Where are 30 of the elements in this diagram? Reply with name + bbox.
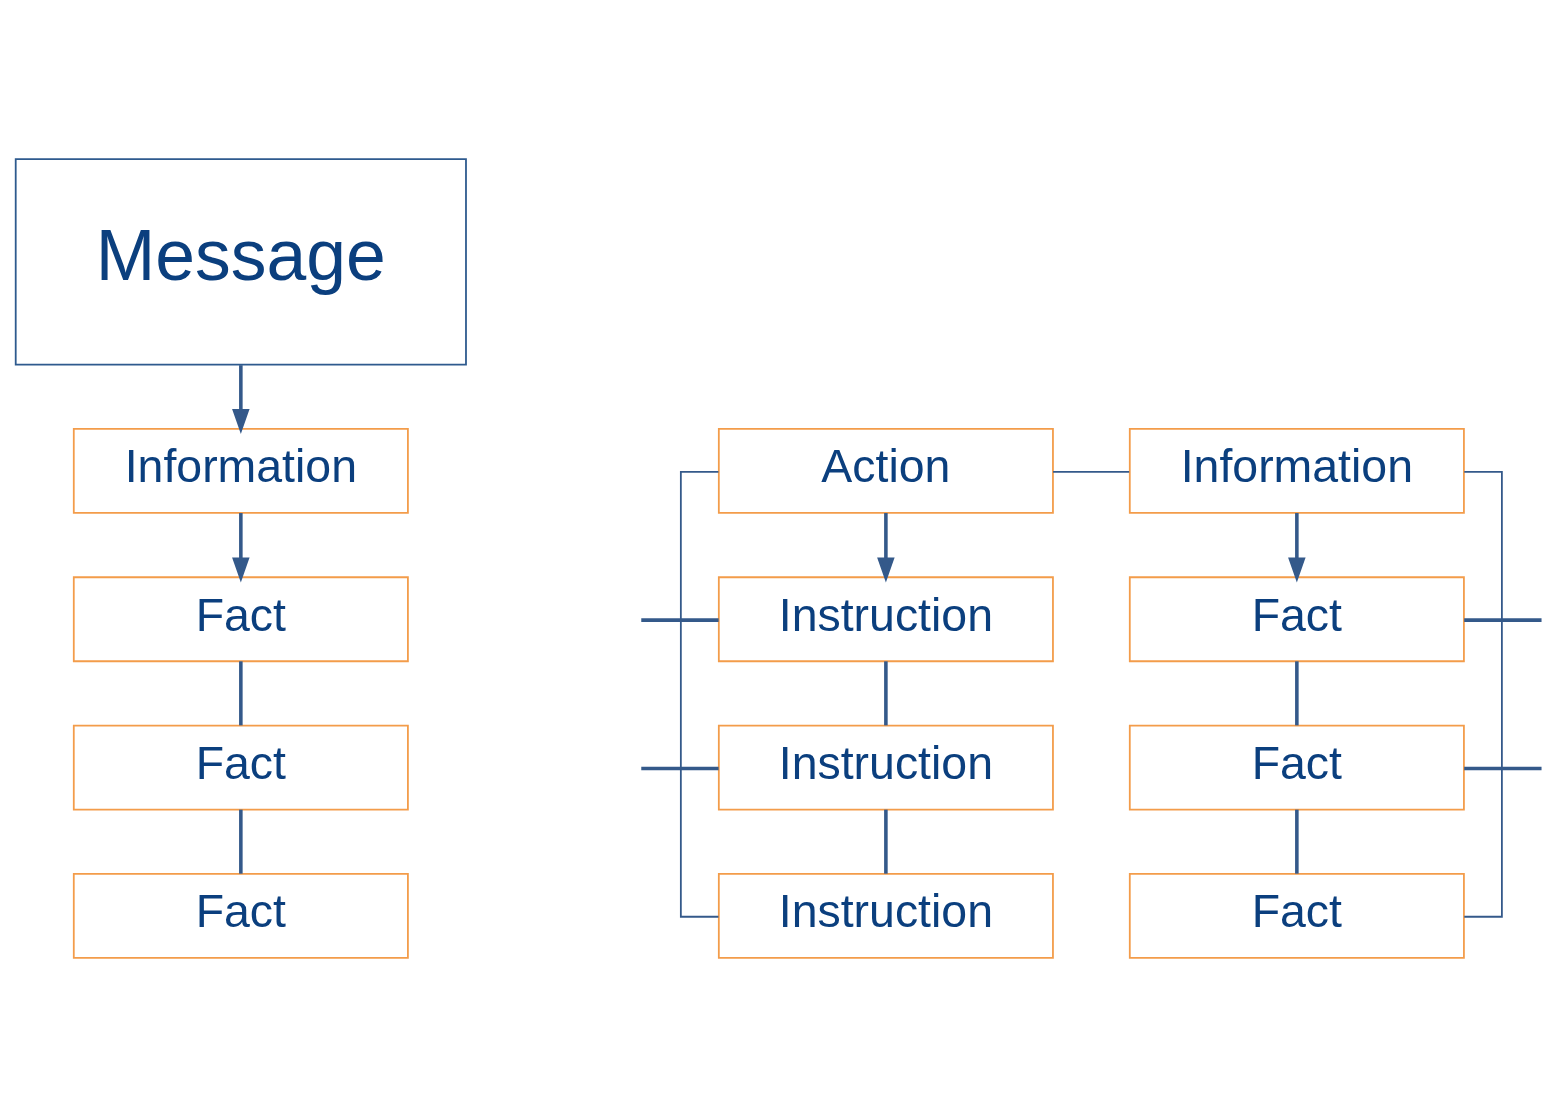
node-box: Information bbox=[72, 428, 409, 514]
connector bbox=[1464, 618, 1542, 622]
connector bbox=[1052, 470, 1131, 473]
node-box: Fact bbox=[72, 872, 409, 959]
connector bbox=[239, 809, 243, 874]
node-box: Fact bbox=[72, 724, 409, 811]
node-box: Fact bbox=[1128, 872, 1465, 959]
connector bbox=[641, 766, 719, 771]
node-box: Fact bbox=[1128, 576, 1465, 663]
node-box: Instruction bbox=[717, 576, 1054, 663]
connector bbox=[679, 470, 720, 918]
arrow bbox=[232, 365, 250, 434]
node-box: Message bbox=[14, 158, 467, 366]
arrow bbox=[877, 513, 895, 583]
connector bbox=[239, 661, 243, 726]
connector bbox=[641, 618, 719, 622]
node-box: Instruction bbox=[717, 724, 1054, 811]
connector bbox=[1295, 809, 1299, 874]
arrow bbox=[1288, 513, 1306, 583]
connector bbox=[1295, 661, 1299, 726]
connector bbox=[884, 809, 888, 874]
connector bbox=[1464, 766, 1542, 771]
node-box: Fact bbox=[72, 576, 409, 663]
node-box: Instruction bbox=[717, 872, 1054, 959]
node-box: Action bbox=[717, 428, 1054, 514]
node-box: Fact bbox=[1128, 724, 1465, 811]
connector bbox=[1463, 470, 1503, 918]
node-box: Information bbox=[1128, 428, 1465, 514]
connector bbox=[884, 661, 888, 726]
arrow bbox=[232, 513, 250, 583]
